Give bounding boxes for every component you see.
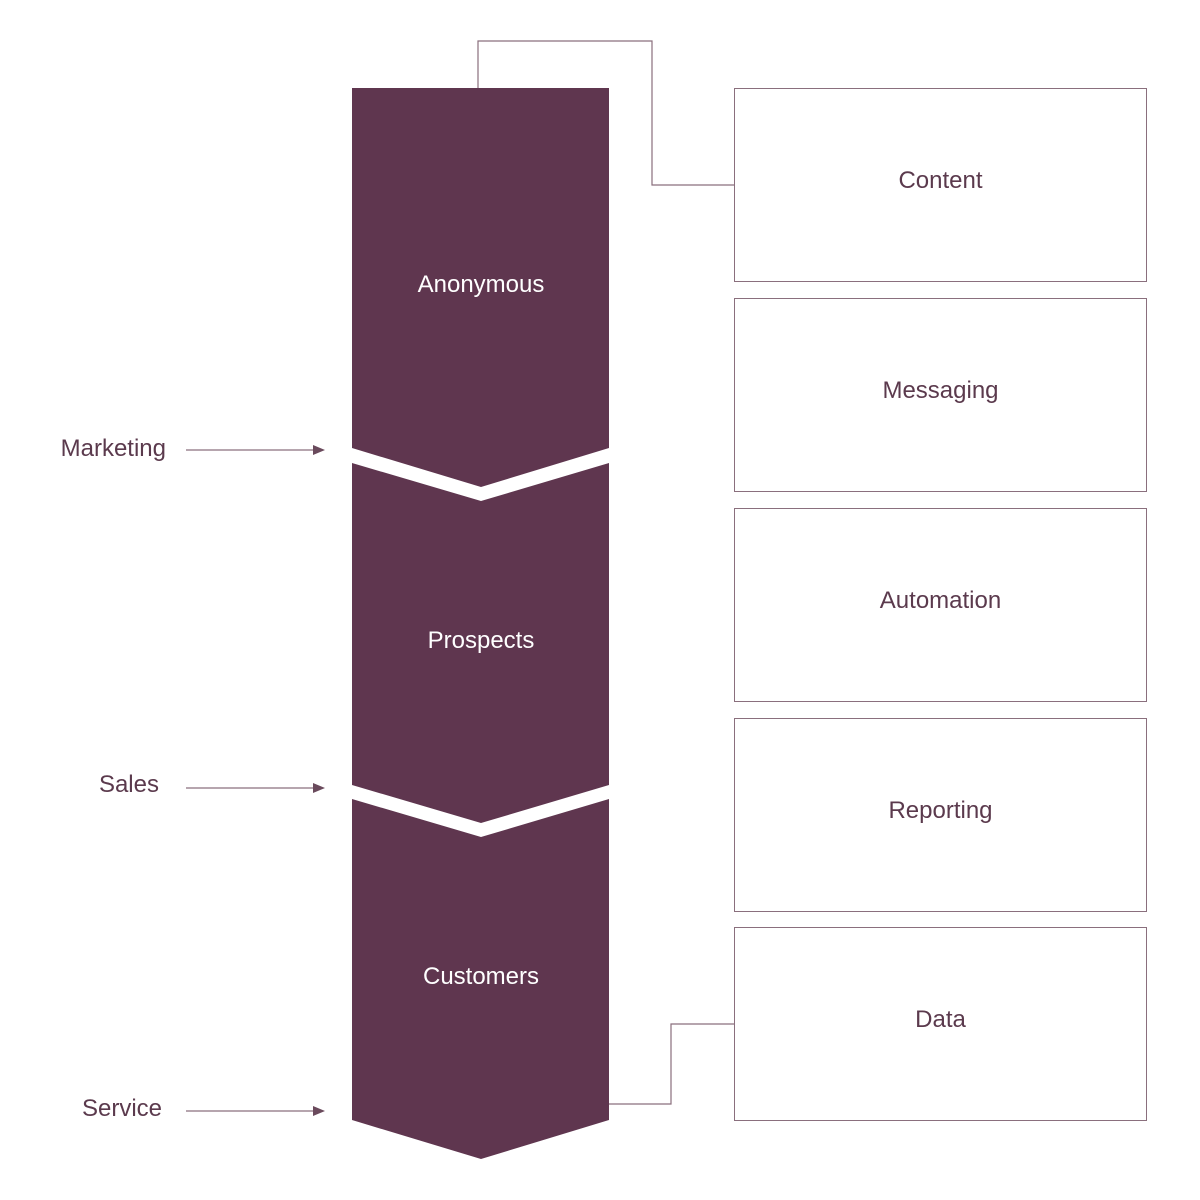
side-label-sales: Sales [98,771,159,798]
arrow-sales [186,783,325,793]
tool-label-reporting: Reporting [888,797,993,824]
stage-anonymous-label: Anonymous [417,271,545,298]
tool-box-data: Data [734,927,1147,1121]
side-label-service: Service [81,1095,162,1122]
connector-data [609,1023,734,1105]
connector-content [477,40,734,186]
stage-customers-label: Customers [422,963,540,990]
arrow-marketing [186,445,325,455]
tool-box-reporting: Reporting [734,718,1147,912]
tool-label-data: Data [915,1006,966,1033]
stage-prospects-shape [352,463,609,823]
stage-customers-shape [352,799,609,1159]
tool-box-messaging: Messaging [734,298,1147,492]
arrow-service [186,1106,325,1116]
stage-anonymous-shape [352,88,609,487]
tool-box-content: Content [734,88,1147,282]
tool-label-automation: Automation [879,587,1002,614]
tool-label-messaging: Messaging [882,377,999,404]
stage-prospects-label: Prospects [427,627,535,654]
tool-box-automation: Automation [734,508,1147,702]
side-label-marketing: Marketing [60,435,166,462]
tool-label-content: Content [898,167,983,194]
